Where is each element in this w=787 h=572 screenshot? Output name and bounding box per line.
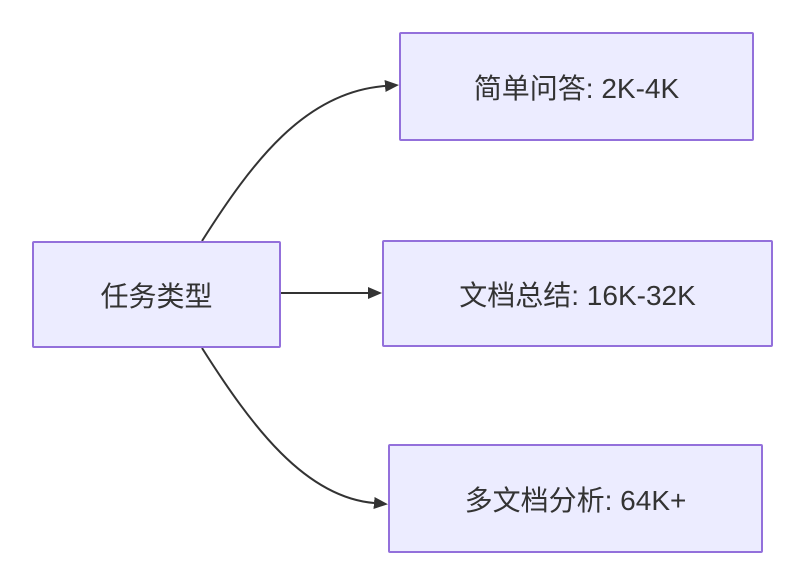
node-multi-doc-label: 多文档分析: 64K+ [464, 484, 687, 516]
node-simple-qa: 简单问答: 2K-4K [399, 32, 754, 141]
edge-root-to-simple-qa [201, 80, 399, 242]
node-doc-summary: 文档总结: 16K-32K [382, 240, 773, 347]
node-task-type: 任务类型 [32, 241, 281, 348]
edge-root-to-multi-doc [201, 347, 388, 509]
node-doc-summary-label: 文档总结: 16K-32K [459, 279, 696, 311]
node-simple-qa-label: 简单问答: 2K-4K [473, 72, 680, 104]
node-multi-doc: 多文档分析: 64K+ [388, 444, 763, 553]
node-task-type-label: 任务类型 [100, 280, 213, 312]
